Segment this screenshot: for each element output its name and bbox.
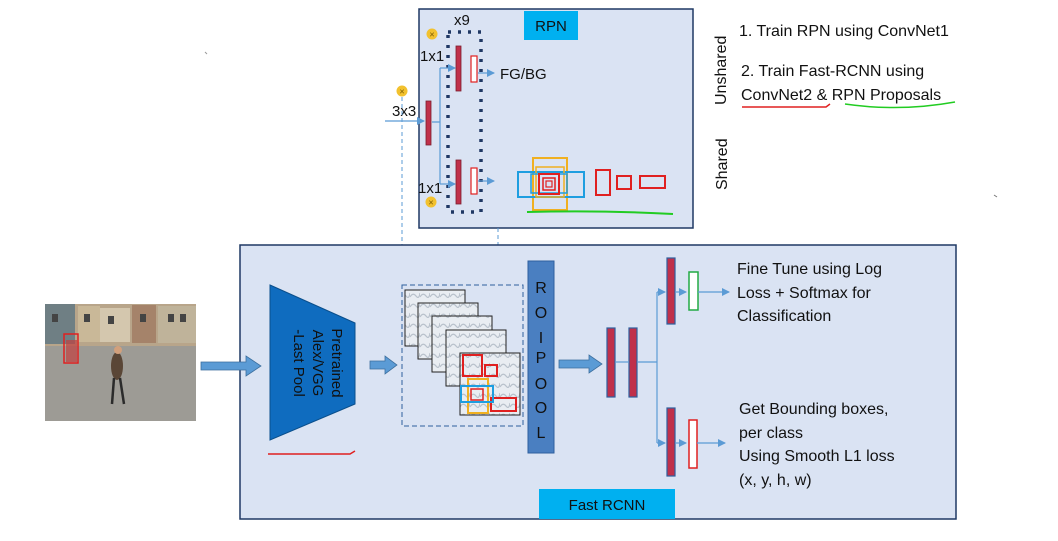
roi-letter-5: O — [535, 376, 547, 393]
rpn-title: RPN — [535, 18, 567, 35]
step-1-text: 1. Train RPN using ConvNet1 — [739, 23, 949, 40]
backbone-line-3: -Last Pool — [290, 329, 307, 397]
cls-head-line-3: Classification — [737, 308, 832, 325]
anchor-shape-tall — [595, 169, 611, 196]
anchor-repeat-box — [446, 30, 483, 214]
bbox-fc-layer — [666, 407, 676, 477]
feature-map-frame — [401, 284, 524, 427]
fast-rcnn-title: Fast RCNN — [569, 497, 646, 514]
step-2-amp: & — [816, 86, 828, 104]
cls-head-line-1: Fine Tune using Log — [737, 261, 882, 278]
fm-box-cyan — [460, 385, 494, 403]
cls-output-label: FG/BG — [500, 66, 547, 83]
op-circle-bottom-mark: × — [428, 198, 433, 208]
anchor-boxes — [517, 157, 585, 211]
conv-1x1-reg-layer — [455, 159, 462, 205]
cls-head-line-2: Loss + Softmax for — [737, 284, 871, 302]
fast-rcnn-title-box — [539, 489, 675, 519]
fm-box-red-1 — [462, 354, 483, 377]
arrow-roi-to-fc — [558, 354, 603, 374]
shared-label: Shared — [714, 138, 731, 190]
roi-letter-4: P — [536, 350, 547, 367]
arrow-image-to-backbone — [200, 355, 262, 377]
softmax-layer — [688, 271, 699, 311]
bbox-head-line-2: per class — [739, 424, 804, 442]
op-circle-top-mark: × — [429, 30, 434, 40]
anchor-shape-wide — [639, 175, 666, 189]
step-2-proposals: RPN Proposals — [831, 86, 942, 104]
fc-layer-1 — [606, 327, 616, 398]
roi-letter-1: R — [535, 280, 547, 297]
roi-letter-2: O — [535, 305, 547, 322]
cls-fc-layer — [666, 257, 676, 325]
step-2-convnet: ConvNet2 — [741, 86, 813, 104]
input-image — [45, 304, 196, 421]
step-2-line-2: ConvNet2 & RPN Proposals — [741, 84, 941, 108]
arrow-backbone-to-features — [369, 355, 398, 375]
anchor-red-small — [542, 177, 556, 191]
conv-3x3-layer — [425, 100, 432, 146]
roi-letter-7: L — [537, 425, 546, 442]
op-circle-bottom — [425, 196, 437, 208]
cls-head-text: Fine Tune using Log Loss + Softmax for C… — [737, 258, 882, 329]
fm-box-orange — [467, 378, 489, 414]
step-2-text: 2. Train Fast-RCNN using ConvNet2 & RPN … — [741, 60, 941, 107]
rpn-title-box — [524, 11, 578, 40]
unshared-label: Unshared — [713, 36, 730, 105]
op-circle-mid — [396, 85, 408, 97]
conv-main-label: 3x3 — [392, 103, 416, 120]
fm-box-red-2 — [484, 364, 498, 377]
roi-letter-6: O — [535, 400, 547, 417]
anchor-red-tiny — [545, 180, 553, 188]
backbone-line-2: Alex/VGG — [309, 330, 326, 397]
conv-bottom-label: 1x1 — [418, 180, 442, 197]
op-circle-mid-mark: × — [399, 87, 404, 97]
roi-letter-3: I — [539, 330, 543, 347]
fm-box-red-center — [470, 388, 484, 401]
cls-output-layer — [470, 55, 478, 83]
stray-mark-2 — [993, 194, 998, 198]
fc-layer-2 — [628, 327, 638, 398]
bbox-head-line-1: Get Bounding boxes, — [739, 401, 889, 418]
fast-rcnn-panel — [239, 244, 957, 520]
red-underline-backbone — [268, 450, 356, 455]
anchor-red-large — [538, 173, 560, 195]
rpn-branch-lines — [432, 68, 441, 184]
backbone-line-1: Pretrained — [328, 328, 345, 397]
green-underline-proposals — [844, 101, 956, 109]
bbox-regressor-layer — [688, 419, 698, 469]
bbox-head-text: Get Bounding boxes, per class Using Smoo… — [739, 398, 895, 492]
conv-top-label: 1x1 — [420, 48, 444, 65]
roi-pool-box — [527, 260, 555, 454]
op-circle-top — [426, 28, 438, 40]
anchor-shape-square — [616, 175, 632, 190]
step-2-line-1: 2. Train Fast-RCNN using — [741, 63, 925, 80]
backbone-label: Pretrained Alex/VGG -Last Pool — [290, 328, 345, 397]
rpn-panel — [418, 8, 694, 229]
backbone-cnn — [269, 284, 356, 441]
roi-pool-label: R O I P O O L — [535, 280, 547, 442]
reg-output-layer — [470, 167, 478, 195]
red-underline-convnet2 — [742, 103, 831, 108]
stray-mark-1 — [204, 51, 208, 55]
bbox-head-line-4: (x, y, h, w) — [739, 471, 812, 489]
input-image-detection-box — [63, 333, 79, 364]
anchor-mid-orange — [535, 166, 565, 198]
bbox-head-line-3: Using Smooth L1 loss — [739, 448, 895, 465]
green-underline-rpn — [526, 210, 674, 215]
fm-box-red-3 — [490, 397, 517, 412]
repeat-label: x9 — [454, 12, 470, 29]
conv-1x1-cls-layer — [455, 45, 462, 92]
